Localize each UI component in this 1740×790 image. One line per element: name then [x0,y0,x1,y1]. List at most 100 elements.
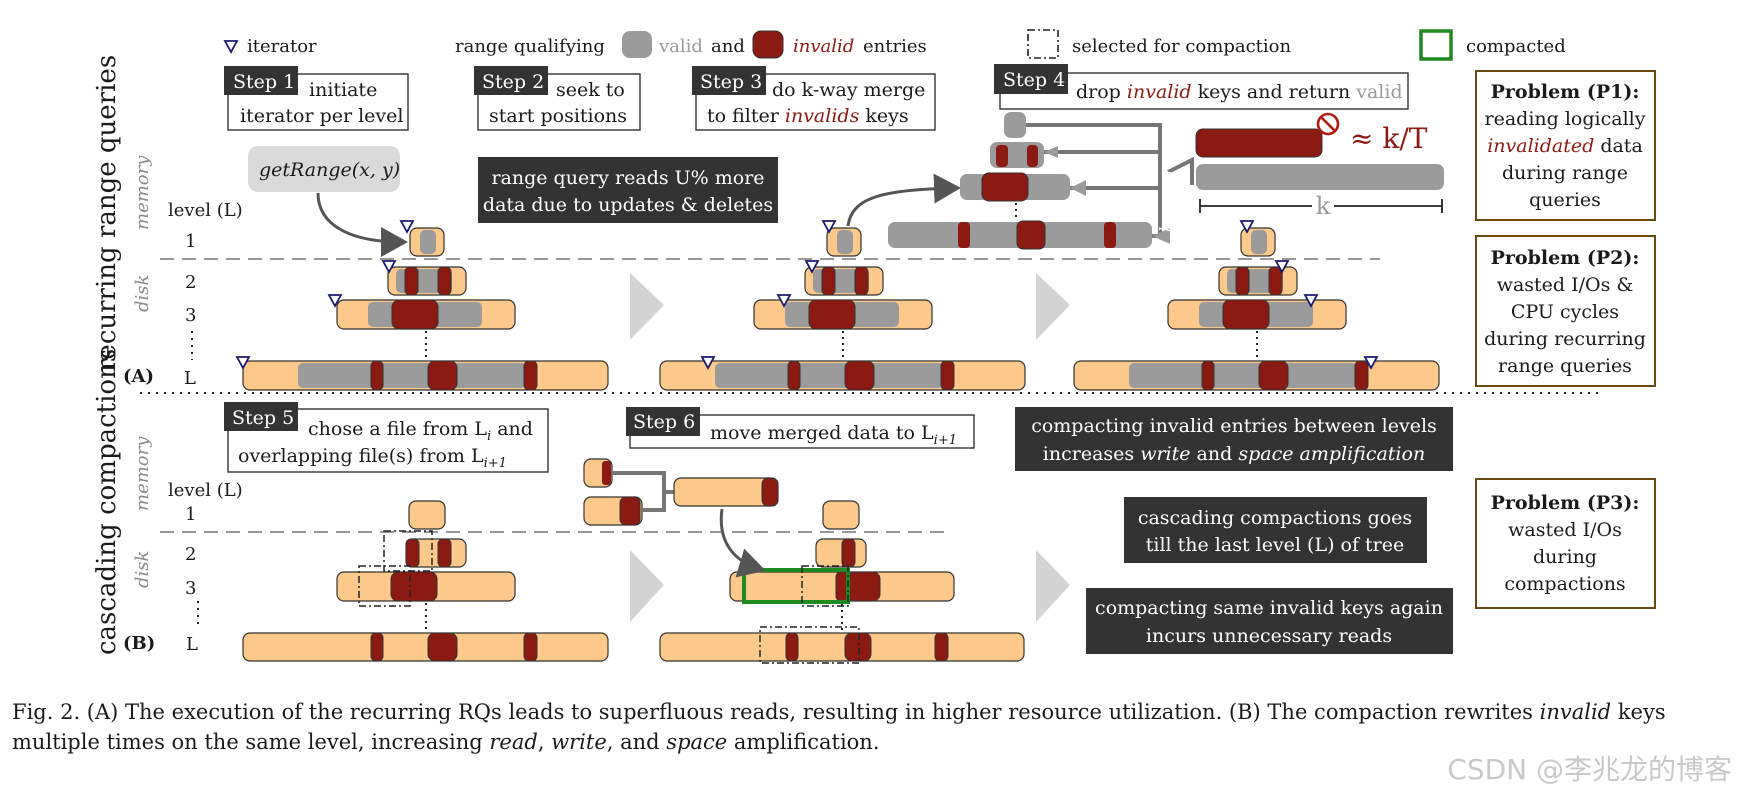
compacted-swatch-icon [1419,29,1453,61]
step-2-box: Step 2 seek to start positions [474,66,641,131]
level-1-b: 1 [185,504,196,525]
svg-text:data due to updates & deletes: data due to updates & deletes [483,194,773,216]
svg-text:Problem (P1):: Problem (P1): [1491,81,1640,103]
svg-text:compacting same invalid keys a: compacting same invalid keys again [1095,597,1443,619]
level-1-a: 1 [185,231,196,252]
step-1-box: Step 1 initiate iterator per level [224,66,409,131]
problem-p3-box: Problem (P3): wasted I/Os during compact… [1475,478,1656,609]
svg-text:wasted I/Os &: wasted I/Os & [1497,274,1634,296]
invalid-entry [785,632,799,662]
selected-for-compaction-box [358,565,411,607]
step-1-tag: Step 1 [233,71,295,93]
invalid-entry [841,538,856,568]
svg-text:during recurring: during recurring [1484,328,1646,350]
valid-output-run [1196,164,1444,190]
memory-label-b: memory [132,436,153,511]
lsm-diagram: iterator range qualifying valid and inva… [92,29,1656,664]
svg-text:cascading compactions goes: cascading compactions goes [1138,507,1412,529]
disk-label-a: disk [132,275,153,312]
invalid-entry [847,571,881,602]
chevron-a2-icon [1036,273,1070,340]
svg-text:Problem (P3):: Problem (P3): [1491,492,1640,514]
legend-and: and [711,36,745,57]
getrange-call: getRange(x, y) [248,146,408,257]
valid-region [1251,230,1267,254]
part-b-label: (B) [123,633,155,654]
level-L-file [242,632,609,662]
lsm-tree-b2 [659,500,1025,664]
lsm-tree-a [659,220,1026,391]
legend-compacted: compacted [1466,36,1566,57]
svg-text:seek to: seek to [556,79,625,101]
dropped-invalid-run [1195,128,1323,158]
svg-text:compactions: compactions [1504,573,1625,595]
approx-ratio: ≈ k/T [1350,122,1428,155]
getrange-arrow [316,192,408,257]
level-2-a: 2 [185,272,196,293]
svg-text:wasted I/Os: wasted I/Os [1508,519,1622,541]
invalid-entry [370,360,384,391]
svg-text:drop invalid keys and return v: drop invalid keys and return valid [1076,81,1403,103]
level-3-b: 3 [185,578,196,599]
getrange-label: getRange(x, y) [259,159,400,181]
level-2-b: 2 [185,544,196,565]
invalid-entry [437,266,452,296]
valid-region [837,230,853,254]
side-label-top: recurring range queries [92,55,122,372]
selected-for-compaction-box [759,626,860,664]
step-4-tag: Step 4 [1003,69,1065,91]
no-entry-icon [1316,112,1340,136]
svg-text:chose a file from Li and: chose a file from Li and [308,418,533,444]
selected-for-compaction-box [801,565,849,607]
step-3-tag: Step 3 [700,71,762,93]
note-compacting-same: compacting same invalid keys again incur… [1086,588,1453,654]
legend-selected: selected for compaction [1072,36,1291,57]
valid-region [298,363,526,388]
svg-text:overlapping file(s) from Li+1: overlapping file(s) from Li+1 [238,445,507,471]
invalid-entry [523,360,538,391]
invalid-entry [437,538,452,568]
step-5-box: Step 5 chose a file from Li and overlapp… [224,402,549,473]
invalid-entry [391,299,439,330]
invalid-entry [1354,360,1369,391]
svg-text:till the last level (L) of tre: till the last level (L) of tree [1146,534,1405,556]
level-header-b: level (L) [168,480,243,501]
legend-entries: entries [863,36,927,57]
svg-text:during: during [1533,546,1597,568]
svg-text:queries: queries [1529,189,1601,211]
note-range-query: range query reads U% more data due to up… [478,157,778,223]
lsm-trees [236,220,1440,664]
svg-text:compacting invalid entries bet: compacting invalid entries between level… [1031,415,1437,437]
svg-text:range queries: range queries [1498,355,1632,377]
svg-text:do k-way merge: do k-way merge [772,79,925,101]
svg-text:during range: during range [1502,162,1628,184]
valid-region [715,363,943,388]
valid-swatch-icon [622,31,652,58]
invalid-entry [940,360,955,391]
figure-caption: Fig. 2. (A) The execution of the recurri… [12,700,1666,754]
chevron-b1-icon [630,550,664,622]
lsm-tree-a [1073,220,1440,391]
level-header-a: level (L) [168,200,243,221]
invalid-entry [854,266,869,296]
legend-valid: valid [658,36,703,57]
watermark: CSDN @李兆龙的博客 [1447,753,1732,786]
svg-text:to filter invalids keys: to filter invalids keys [707,105,909,127]
selected-for-compaction-box [383,530,433,572]
k-length-label: k [1316,192,1331,220]
invalid-entry [1258,360,1289,391]
level-1-file [822,500,860,530]
svg-text:incurs unnecessary reads: incurs unnecessary reads [1146,625,1392,647]
svg-text:invalidated data: invalidated data [1487,135,1643,157]
level-L-file [659,632,1025,662]
legend-range-qualifying: range qualifying [455,36,605,57]
k-way-merge-label: k-way merge [1156,128,1175,232]
invalid-entry [404,266,419,296]
valid-region [420,230,436,254]
k-way-merge-graphic: k-way merge ≈ k/T k [846,112,1444,250]
svg-text:iterator per level: iterator per level [240,105,403,127]
legend-iterator: iterator [247,36,317,57]
iterator-icon [224,40,238,53]
problem-p1-box: Problem (P1): reading logically invalida… [1475,70,1656,221]
invalid-entry [427,360,458,391]
